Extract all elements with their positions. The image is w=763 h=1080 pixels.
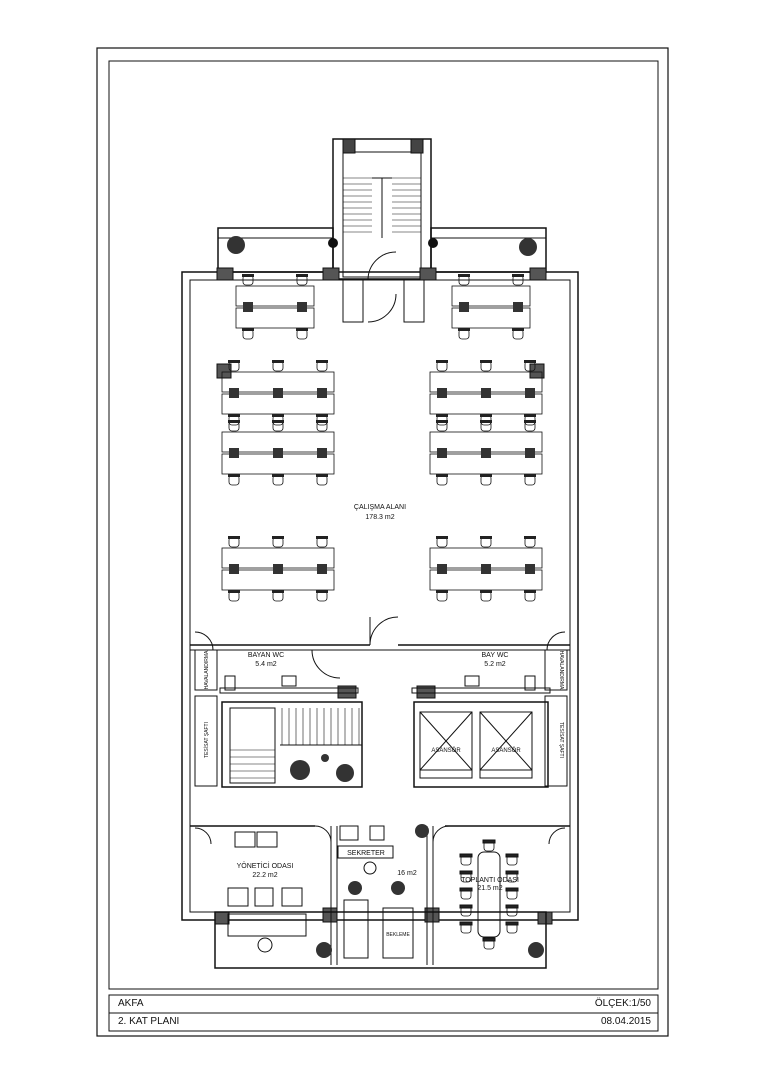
- inner-border: [108, 60, 659, 990]
- men-wc-label: BAY WC: [482, 652, 509, 659]
- plants-core: [290, 754, 354, 782]
- outer-border: [96, 47, 669, 1037]
- service-block: [190, 631, 570, 788]
- corridor-door: [311, 616, 399, 679]
- shaft-right-label: TESİSAT ŞAFTI: [558, 722, 565, 758]
- room-labels: ÇALIŞMA ALANI 178.3 m2 BAYAN WC 5.4 m2 B…: [203, 504, 565, 938]
- meeting-room-label: TOPLANTI ODASI: [461, 877, 519, 884]
- work-area-size: 178.3 m2: [365, 514, 394, 521]
- stair-core-top: [332, 138, 432, 280]
- stair-doors: [342, 251, 425, 323]
- secretary-label: SEKRETER: [347, 850, 385, 857]
- manager-room-label: YÖNETİCİ ODASI: [237, 861, 294, 870]
- women-wc-size: 5.4 m2: [255, 661, 277, 668]
- elevator-1-label: ASANSÖR: [431, 747, 461, 754]
- title-block: [108, 994, 659, 1032]
- waiting-label: BEKLEME: [386, 932, 410, 938]
- shaft-left-label: TESİSAT ŞAFTI: [203, 722, 210, 758]
- work-area-label: ÇALIŞMA ALANI: [354, 504, 406, 511]
- building-outline: [181, 271, 579, 921]
- lobby-size: 16 m2: [397, 870, 417, 877]
- ventilation-left-label: HAVALANDIRMA: [204, 650, 210, 689]
- women-wc-label: BAYAN WC: [248, 652, 284, 659]
- plants: [227, 236, 544, 958]
- ventilation-right-label: HAVALANDIRMA: [558, 651, 564, 690]
- men-wc-size: 5.2 m2: [484, 661, 506, 668]
- workstation-clusters: [221, 274, 543, 602]
- meeting-room-size: 21.5 m2: [477, 885, 502, 892]
- elevator-2-label: ASANSÖR: [491, 747, 521, 754]
- manager-room-size: 22.2 m2: [252, 872, 277, 879]
- scale-label: ÖLÇEK:1/50: [594, 998, 651, 1009]
- bottom-rooms: [190, 825, 570, 969]
- sheet-title: 2. KAT PLANI: [118, 1016, 180, 1027]
- project-name: AKFA: [118, 998, 144, 1009]
- columns: [214, 267, 553, 925]
- sheet-date: 08.04.2015: [600, 1016, 651, 1027]
